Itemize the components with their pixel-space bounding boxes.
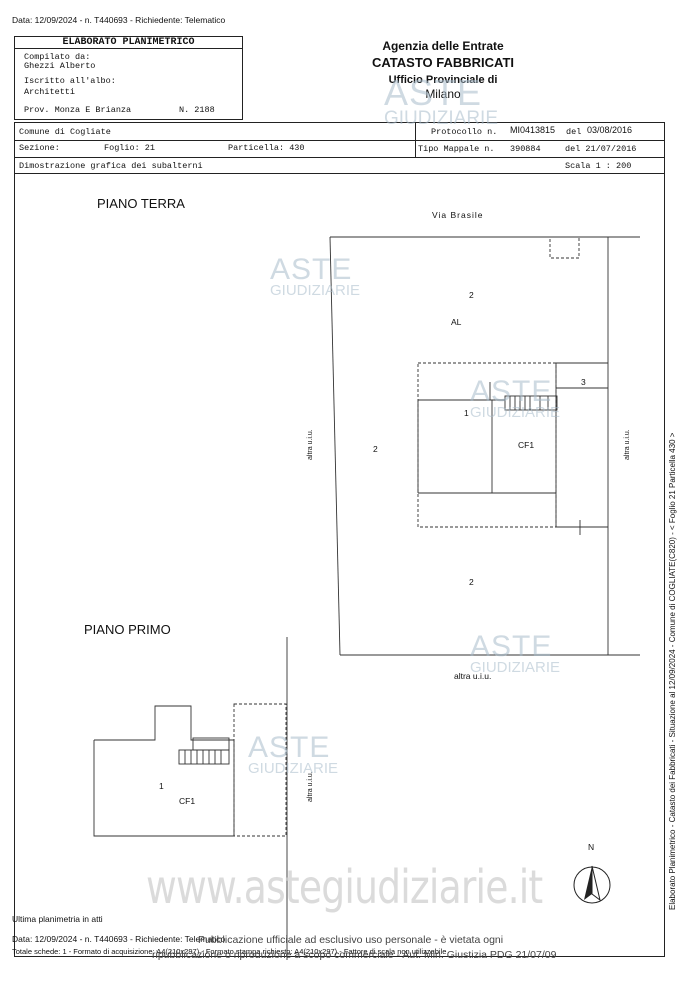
elaborato-box	[14, 36, 243, 120]
foglio: Foglio: 21	[104, 143, 156, 153]
label-2-top: 2	[469, 290, 474, 300]
scala: Scala 1 : 200	[565, 161, 632, 171]
footer-totale-line: Totale schede: 1 - Formato di acquisizio…	[12, 947, 447, 956]
protocollo-del: del	[566, 127, 582, 137]
north-arrow-icon	[573, 865, 611, 904]
iscritto-label: Iscritto all'albo:	[24, 76, 116, 86]
label-1-terra: 1	[464, 408, 469, 418]
ultima-planimetria: Ultima planimetria in atti	[12, 914, 103, 924]
north-label: N	[588, 842, 595, 852]
label-2-left: 2	[373, 444, 378, 454]
albo-number: N. 2188	[179, 105, 215, 115]
info-table	[14, 122, 665, 174]
plan-frame	[14, 174, 665, 957]
label-1-primo: 1	[159, 781, 164, 791]
aste-watermark-3: ASTE GIUDIZIARIE	[470, 375, 561, 421]
aste-watermark-5: ASTE GIUDIZIARIE	[248, 731, 339, 777]
street-label: Via Brasile	[432, 210, 484, 220]
notice-line-1: Pubblicazione ufficiale ad esclusivo uso…	[198, 934, 504, 946]
prov-label: Prov. Monza E Brianza	[24, 105, 132, 115]
aste-watermark-1: ASTE GIUDIZIARIE	[384, 72, 499, 129]
iscritto-value: Architetti	[24, 87, 76, 97]
protocollo-label: Protocollo n.	[431, 127, 498, 137]
label-2-bottom: 2	[469, 577, 474, 587]
notice-line-2: ripubblicazione o riproduzione a scopo c…	[152, 949, 557, 961]
comune: Comune di Cogliate	[19, 127, 111, 137]
particella: Particella: 430	[228, 143, 305, 153]
site-watermark: www.astegiudiziarie.it	[146, 860, 543, 914]
protocollo-date: 03/08/2016	[587, 125, 633, 135]
label-cf1-terra: CF1	[518, 440, 535, 450]
label-cf1-primo: CF1	[179, 796, 196, 806]
elaborato-title: ELABORATO PLANIMETRICO	[62, 37, 195, 48]
tipo-mappale-value: 390884	[510, 144, 541, 154]
aste-watermark-2: ASTE GIUDIZIARIE	[270, 253, 361, 299]
agency-line-2: CATASTO FABBRICATI	[371, 55, 515, 70]
agency-line-4: Milano	[425, 87, 461, 101]
tipo-mappale-date: del 21/07/2016	[565, 144, 637, 154]
footer-data-line: Data: 12/09/2024 - n. T440693 - Richiede…	[12, 934, 226, 944]
aste-watermark-4: ASTE GIUDIZIARIE	[470, 630, 561, 676]
tipo-mappale-label: Tipo Mappale n.	[418, 144, 495, 154]
agency-line-3: Ufficio Provinciale di	[388, 74, 498, 86]
piano-primo-title: PIANO PRIMO	[84, 622, 171, 637]
compilato-name: Ghezzi Alberto	[24, 61, 96, 71]
agency-line-1: Agenzia delle Entrate	[382, 39, 504, 53]
sezione: Sezione:	[19, 143, 60, 153]
altra-uiu-bottom: altra u.i.u.	[454, 671, 492, 681]
header-data-line: Data: 12/09/2024 - n. T440693 - Richiede…	[12, 15, 226, 25]
protocollo-value: MI0413815	[510, 125, 556, 135]
altra-uiu-left: altra u.i.u.	[307, 429, 314, 460]
piano-terra-title: PIANO TERRA	[97, 196, 185, 211]
label-3: 3	[581, 377, 586, 387]
label-al: AL	[451, 317, 462, 327]
side-caption: Elaborato Planimetrico - Catasto dei Fab…	[668, 432, 677, 910]
compilato-label: Compilato da:	[24, 52, 91, 62]
altra-uiu-right: altra u.i.u.	[624, 429, 631, 460]
dimostrazione: Dimostrazione grafica dei subalterni	[19, 161, 203, 171]
